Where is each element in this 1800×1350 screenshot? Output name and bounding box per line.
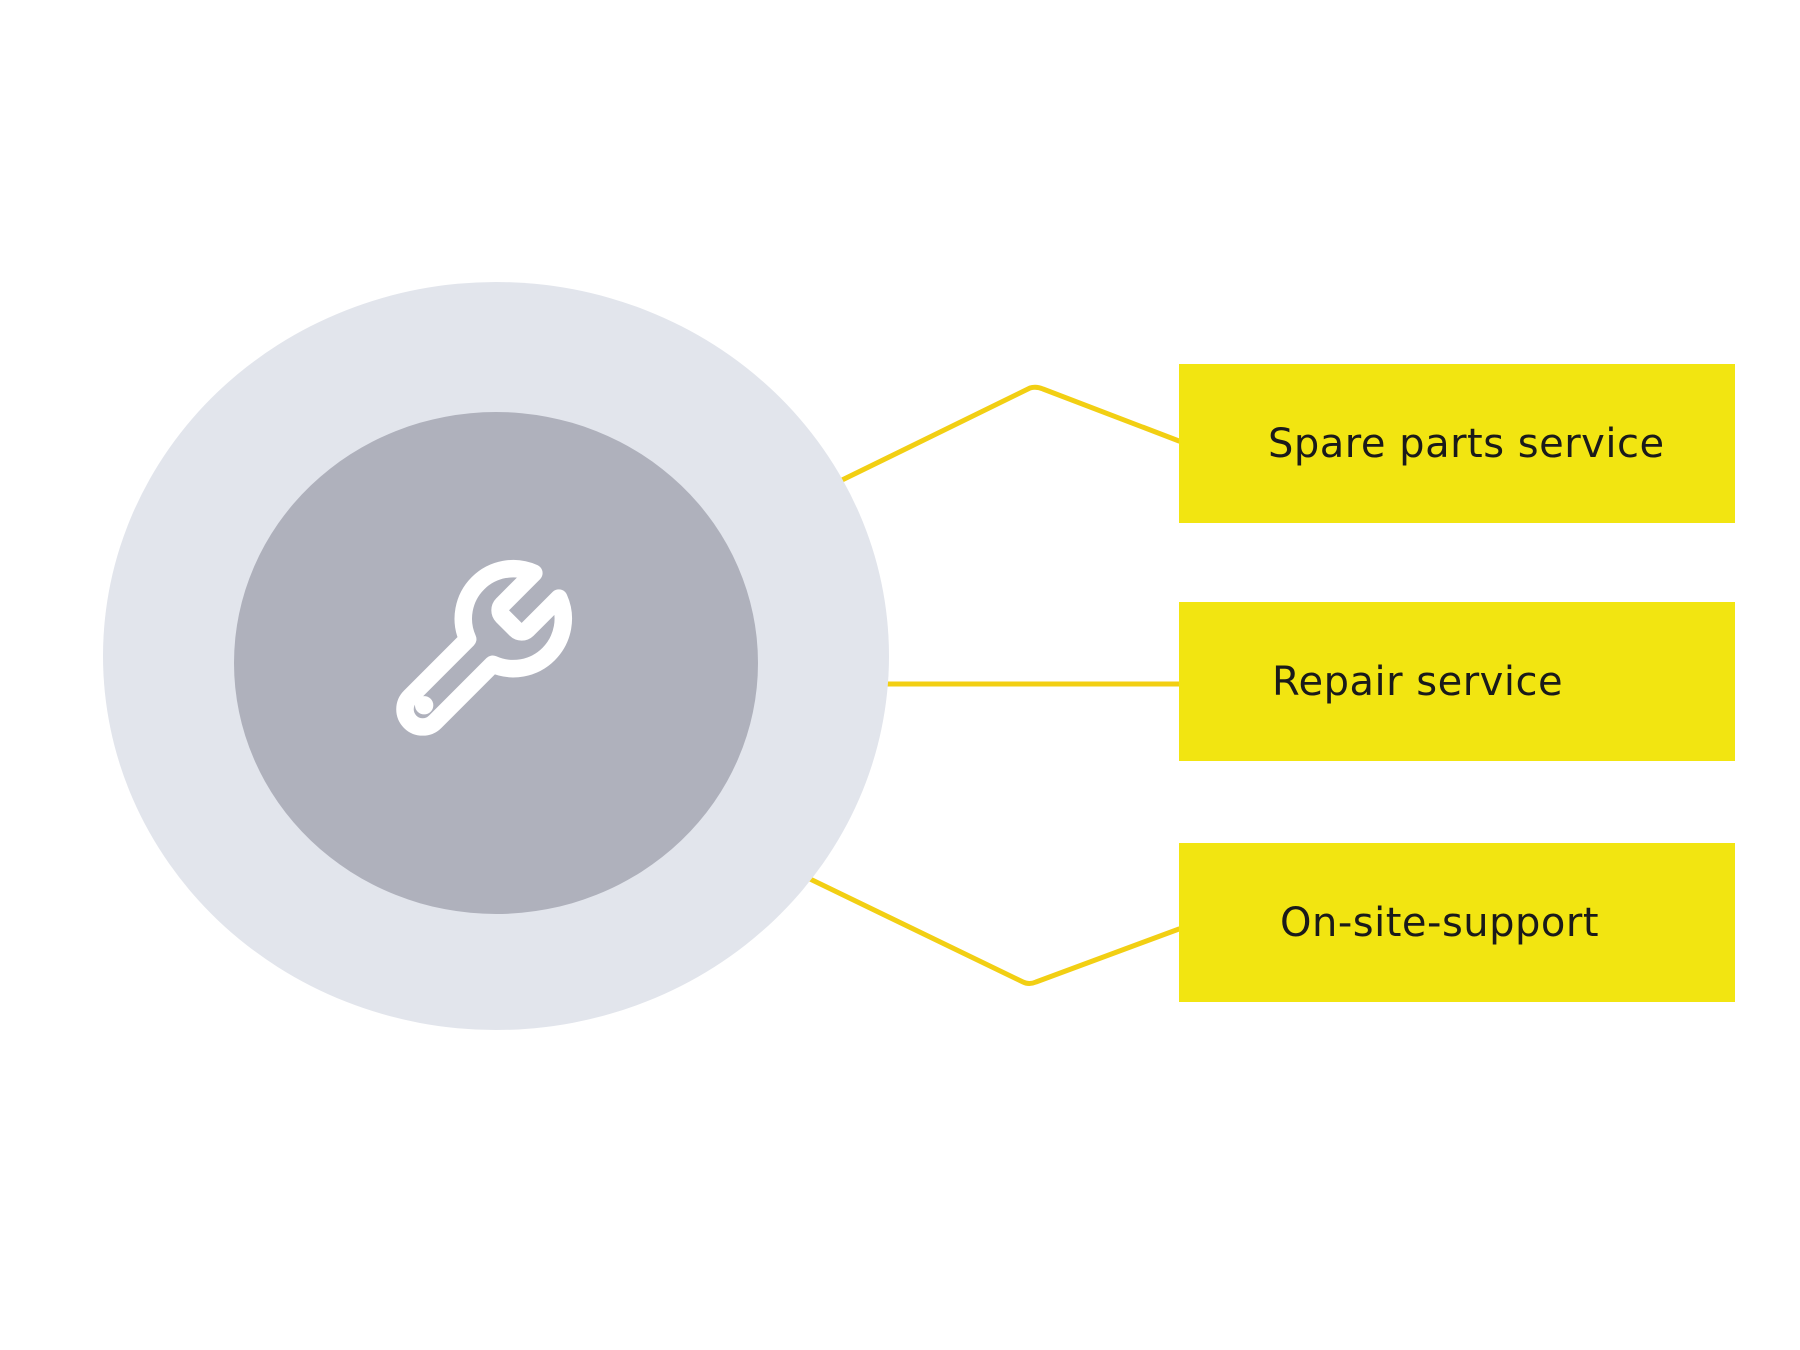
service-label-repair: Repair service (1272, 658, 1564, 705)
service-box-repair: Repair service (1179, 602, 1735, 761)
service-box-on-site: On-site-support (1179, 843, 1735, 1002)
service-box-spare-parts: Spare parts service (1179, 364, 1735, 523)
connectors (805, 384, 1182, 986)
connector-spare-parts (835, 384, 1182, 485)
wrench-icon (396, 559, 573, 736)
connector-on-site (805, 875, 1182, 986)
service-label-spare-parts: Spare parts service (1268, 420, 1665, 467)
service-label-on-site: On-site-support (1280, 899, 1600, 946)
